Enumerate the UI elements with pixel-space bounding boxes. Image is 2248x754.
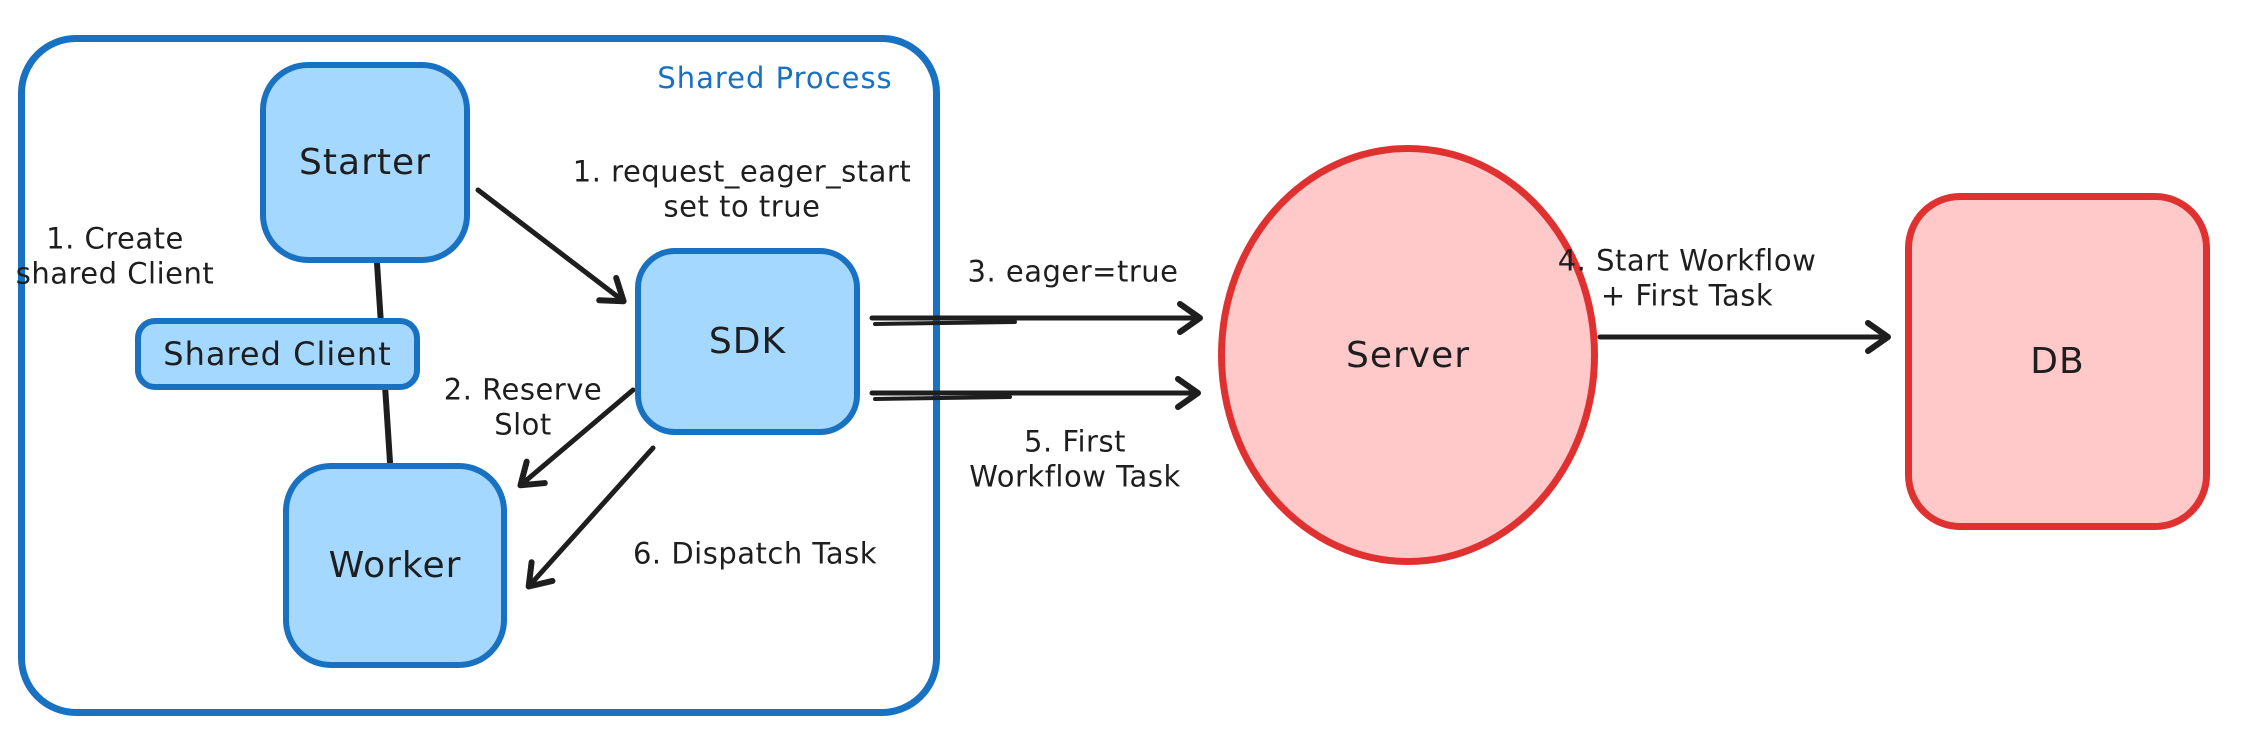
sdk-label: SDK <box>708 321 787 362</box>
annotation-first-workflow-task: 5. First Workflow Task <box>969 424 1181 494</box>
shared-process-label: Shared Process <box>657 61 893 95</box>
db-node[interactable]: DB <box>1905 193 2210 530</box>
sdk-node[interactable]: SDK <box>635 248 860 435</box>
arrow-reserve-slot <box>517 387 636 489</box>
worker-label: Worker <box>328 545 462 586</box>
server-label: Server <box>1345 334 1471 376</box>
arrow-starter-sdk <box>475 187 627 305</box>
server-node[interactable]: Server <box>1218 145 1598 565</box>
shared-client-label: Shared Client <box>163 335 392 373</box>
starter-node[interactable]: Starter <box>260 62 470 263</box>
shared-process-container[interactable] <box>18 35 940 716</box>
arrow-first-workflow-task-overdraw <box>873 395 1012 401</box>
arrow-eager-true-overdraw <box>873 320 1017 326</box>
annotation-start-workflow-first-task: 4. Start Workflow + First Task <box>1557 243 1817 313</box>
annotation-dispatch-task: 6. Dispatch Task <box>632 536 878 571</box>
worker-node[interactable]: Worker <box>283 463 507 668</box>
annotation-eager-true: 3. eager=true <box>967 254 1179 289</box>
annotation-reserve-slot: 2. Reserve Slot <box>443 372 603 442</box>
db-label: DB <box>2030 341 2085 382</box>
starter-label: Starter <box>299 142 431 183</box>
arrow-dispatch-task <box>525 445 656 590</box>
annotation-request-eager-start: 1. request_eager_start set to true <box>572 154 912 224</box>
shared-client-node[interactable]: Shared Client <box>135 318 420 390</box>
annotation-create-shared-client: 1. Create shared Client <box>15 221 215 291</box>
